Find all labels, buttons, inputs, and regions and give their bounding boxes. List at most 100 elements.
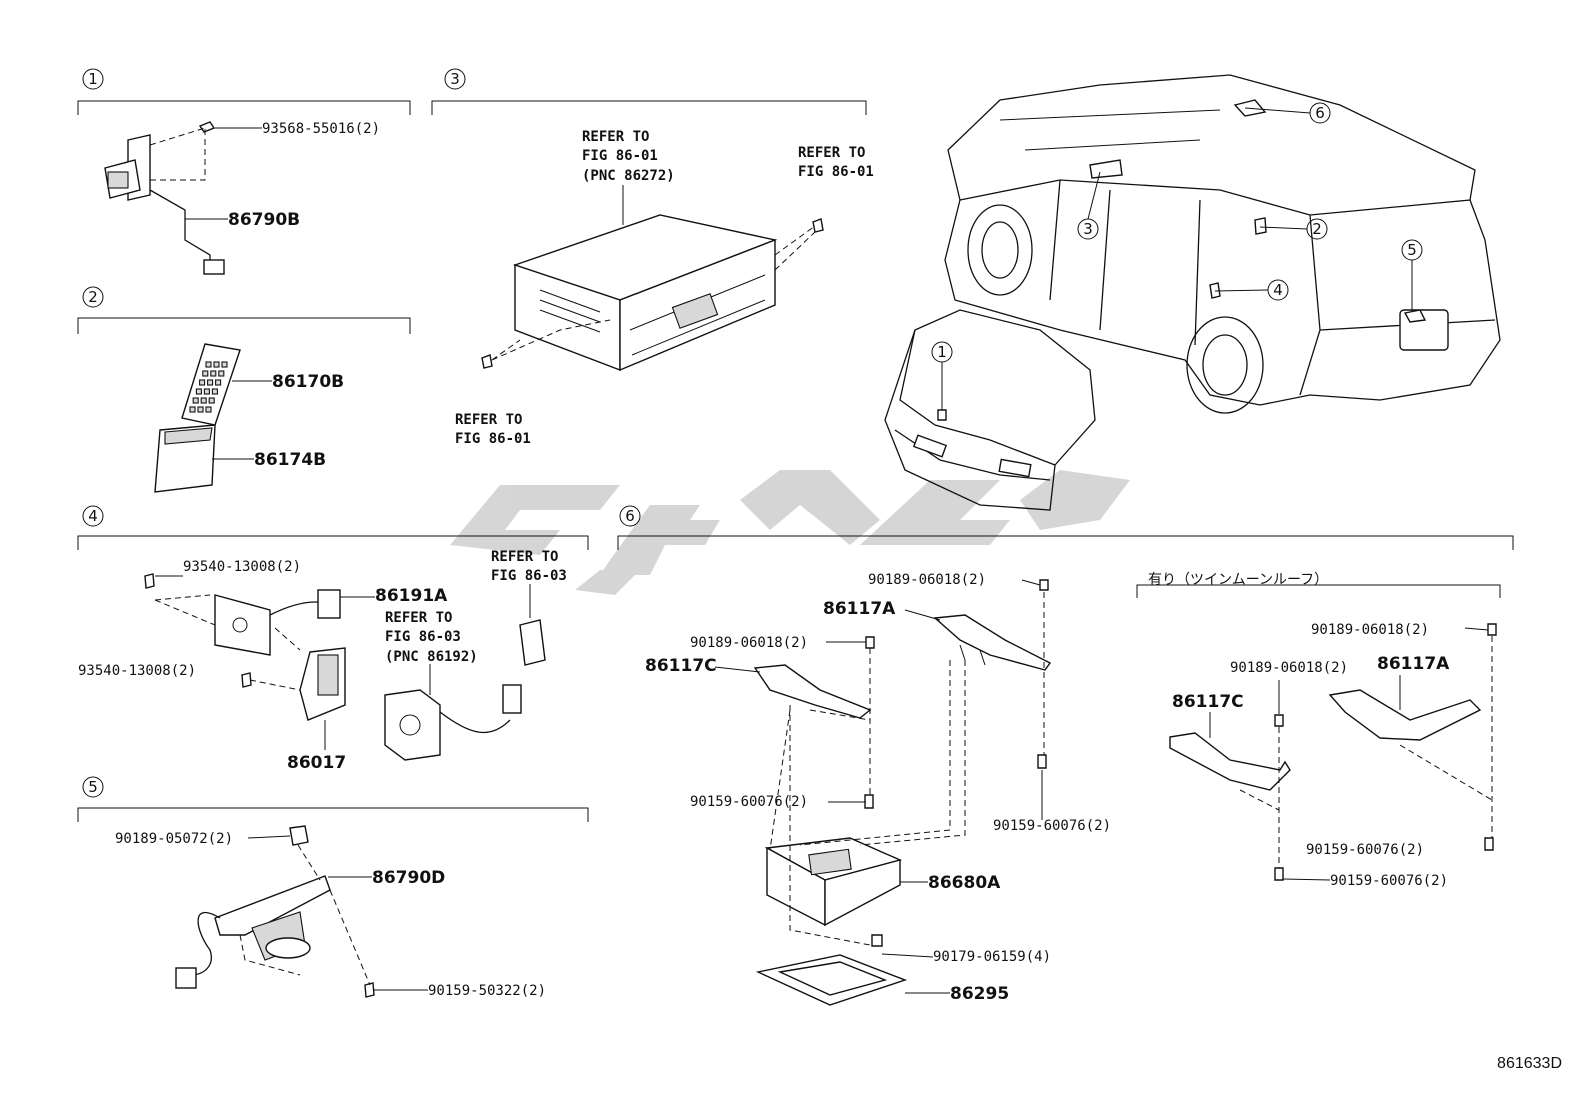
label-86117C: 86117C: [645, 656, 717, 676]
option-label-90159-right: 90159-60076(2): [1306, 842, 1424, 858]
svg-text:REFER TO: REFER TO: [455, 412, 522, 428]
option-bracket-86117A: [1328, 689, 1482, 741]
label-90159-60076-left: 90159-60076(2): [690, 794, 808, 810]
remote-key: [202, 370, 209, 377]
section-2: 86170B 86174B: [154, 343, 344, 493]
section-number-circles: 1 3 2 4 6 5: [82, 68, 641, 798]
label-90159-60076-right: 90159-60076(2): [993, 818, 1111, 834]
label-90179-06159: 90179-06159(4): [933, 949, 1051, 965]
section-6: 90189-06018(2) 86117A 90189-06018(2) 861…: [645, 572, 1111, 1006]
svg-text:REFER TO: REFER TO: [385, 610, 452, 626]
remote-key: [189, 406, 196, 413]
svg-text:FIG 86-03: FIG 86-03: [385, 629, 461, 645]
trim-ring-86295: [755, 954, 908, 1006]
section-6-marker: 6: [619, 505, 641, 527]
bracket-86117C: [753, 664, 872, 719]
svg-text:REFER TO: REFER TO: [798, 145, 865, 161]
section-5-marker: 5: [82, 776, 104, 798]
diagram-id: 861633D: [1497, 1055, 1562, 1072]
svg-text:FIG 86-01: FIG 86-01: [798, 164, 874, 180]
label-86191A: 86191A: [375, 586, 448, 606]
clip-left: [865, 636, 875, 649]
screw-93540-bottom: [241, 672, 252, 688]
remote-key: [218, 370, 225, 377]
svg-text:FIG 86-01: FIG 86-01: [455, 431, 531, 447]
section-6-option: 有り（ツインムーンルーフ） 90189-06018(2) 90189-06018…: [1148, 572, 1497, 889]
minivan-front-view: [884, 309, 1096, 511]
section-frames: [77, 100, 1514, 822]
bracket-assembly: [214, 589, 341, 656]
camera-86790D: [175, 875, 331, 989]
label-86017: 86017: [287, 753, 346, 773]
option-label-86117A: 86117A: [1377, 654, 1450, 674]
svg-text:(PNC 86272): (PNC 86272): [582, 168, 675, 184]
label-90189-05072: 90189-05072(2): [115, 831, 233, 847]
svg-text:6: 6: [1315, 104, 1325, 122]
label-86680A: 86680A: [928, 873, 1001, 893]
monitor-86680A: [764, 837, 903, 927]
svg-text:REFER TO: REFER TO: [491, 549, 558, 565]
section-4: 93540-13008(2) 86191A 93540-13008(2) 860…: [78, 549, 567, 773]
section-3-marker: 3: [444, 68, 466, 90]
remote-key: [195, 388, 202, 395]
clip-90189-05072: [289, 825, 309, 846]
option-title: 有り（ツインムーンルーフ）: [1148, 572, 1328, 588]
svg-text:FIG 86-03: FIG 86-03: [491, 568, 567, 584]
screw-right-60076: [1037, 754, 1047, 769]
remote-key: [199, 379, 206, 386]
option-label-90189-left: 90189-06018(2): [1230, 660, 1348, 676]
option-bracket-86117C: [1169, 732, 1291, 791]
screw-90159-50322: [364, 982, 375, 998]
clip-upper: [1039, 579, 1049, 591]
label-90159-50322: 90159-50322(2): [428, 983, 546, 999]
remote-key: [208, 397, 215, 404]
screw-93540-top: [144, 573, 155, 589]
remote-key: [215, 379, 222, 386]
remote-key: [210, 370, 217, 377]
screw-93568: [198, 121, 216, 133]
section-3: REFER TO FIG 86-01 (PNC 86272) REFER TO …: [455, 129, 874, 447]
remote-key: [211, 388, 218, 395]
svg-text:3: 3: [450, 70, 460, 88]
remote-key: [205, 361, 212, 368]
bracket-86117A: [933, 614, 1052, 671]
svg-text:5: 5: [88, 778, 98, 796]
switch-assembly: [384, 619, 546, 761]
label-93540-13008-a: 93540-13008(2): [183, 559, 301, 575]
section-1: 93568-55016(2) 86790B: [104, 121, 380, 275]
svg-text:5: 5: [1407, 241, 1417, 259]
label-86295: 86295: [950, 984, 1009, 1004]
section-2-marker: 2: [82, 286, 104, 308]
remote-key: [203, 388, 210, 395]
screw-left-60076: [864, 794, 874, 809]
option-label-86117C: 86117C: [1172, 692, 1244, 712]
label-86170B: 86170B: [272, 372, 344, 392]
section-4-marker: 4: [82, 505, 104, 527]
svg-text:1: 1: [88, 70, 98, 88]
label-90189-06018-left: 90189-06018(2): [690, 635, 808, 651]
remote-key: [192, 397, 199, 404]
option-label-90159-left: 90159-60076(2): [1330, 873, 1448, 889]
minivan-rear-view: [944, 74, 1501, 414]
sensor-unit-86790B: [104, 134, 225, 275]
remote-key: [207, 379, 214, 386]
remote-key: [205, 406, 212, 413]
svg-text:2: 2: [1312, 220, 1322, 238]
watermark-logo: [450, 470, 1130, 595]
dvd-player-unit: [512, 214, 778, 372]
svg-text:3: 3: [1083, 220, 1093, 238]
camera-86017: [299, 647, 346, 750]
svg-text:REFER TO: REFER TO: [582, 129, 649, 145]
option-label-90189-top: 90189-06018(2): [1311, 622, 1429, 638]
svg-text:4: 4: [88, 507, 98, 525]
label-86174B: 86174B: [254, 450, 326, 470]
svg-text:FIG 86-01: FIG 86-01: [582, 148, 658, 164]
svg-text:1: 1: [937, 343, 947, 361]
section-5: 90189-05072(2) 86790D 90159-50322(2): [115, 825, 546, 999]
screw-left: [481, 354, 493, 369]
label-93568-55016: 93568-55016(2): [262, 121, 380, 137]
svg-text:4: 4: [1273, 281, 1283, 299]
svg-text:(PNC 86192): (PNC 86192): [385, 649, 478, 665]
label-90189-06018-top: 90189-06018(2): [868, 572, 986, 588]
